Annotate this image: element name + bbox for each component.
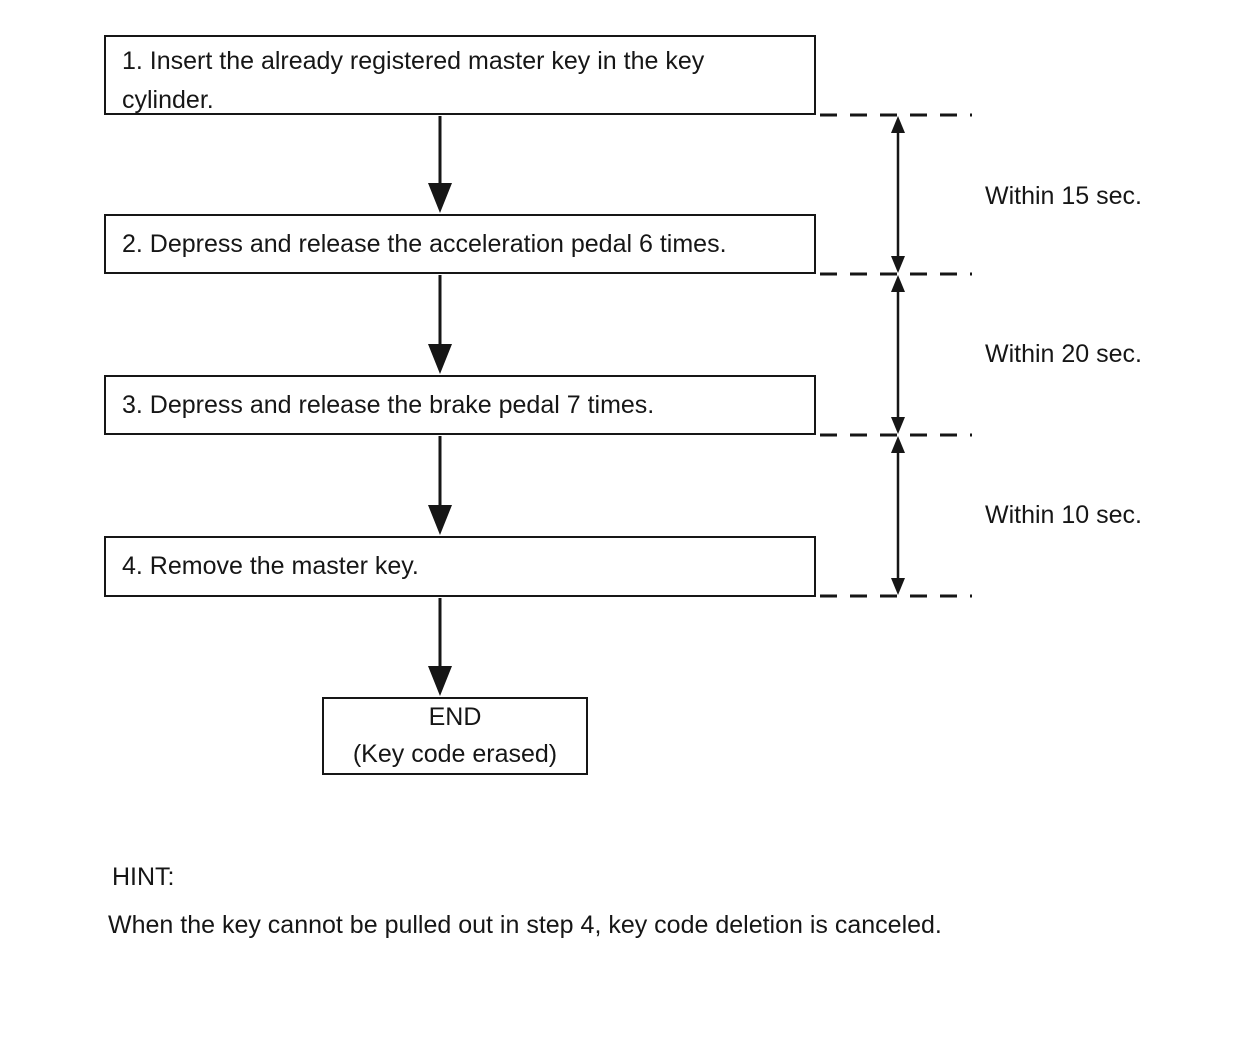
timing-span-arrow-icon — [891, 436, 905, 595]
timing-label-15-sec: Within 15 sec. — [985, 182, 1143, 210]
step-2-text: 2. Depress and release the acceleration … — [122, 229, 727, 258]
timing-span-arrow-icon — [891, 275, 905, 434]
end-box: END (Key code erased) — [322, 697, 588, 775]
end-title: END — [428, 703, 482, 731]
step-1-box: 1. Insert the already registered master … — [104, 35, 816, 115]
timing-label-10-sec: Within 10 sec. — [985, 501, 1143, 529]
flow-arrow-down-icon — [428, 436, 452, 535]
hint-text: When the key cannot be pulled out in ste… — [108, 911, 942, 939]
timing-span-arrow-icon — [891, 116, 905, 273]
flow-arrow-down-icon — [428, 598, 452, 696]
step-3-text: 3. Depress and release the brake pedal 7… — [122, 390, 655, 419]
step-2-box: 2. Depress and release the acceleration … — [104, 214, 816, 274]
step-4-box: 4. Remove the master key. — [104, 536, 816, 597]
flow-arrow-down-icon — [428, 275, 452, 374]
step-4-text: 4. Remove the master key. — [122, 552, 419, 580]
hint-heading: HINT: — [112, 863, 175, 891]
flow-arrow-down-icon — [428, 116, 452, 213]
end-subtitle: (Key code erased) — [352, 740, 558, 768]
timing-label-20-sec: Within 20 sec. — [985, 340, 1143, 368]
step-3-box: 3. Depress and release the brake pedal 7… — [104, 375, 816, 435]
step-1-text: 1. Insert the already registered master … — [122, 47, 705, 114]
